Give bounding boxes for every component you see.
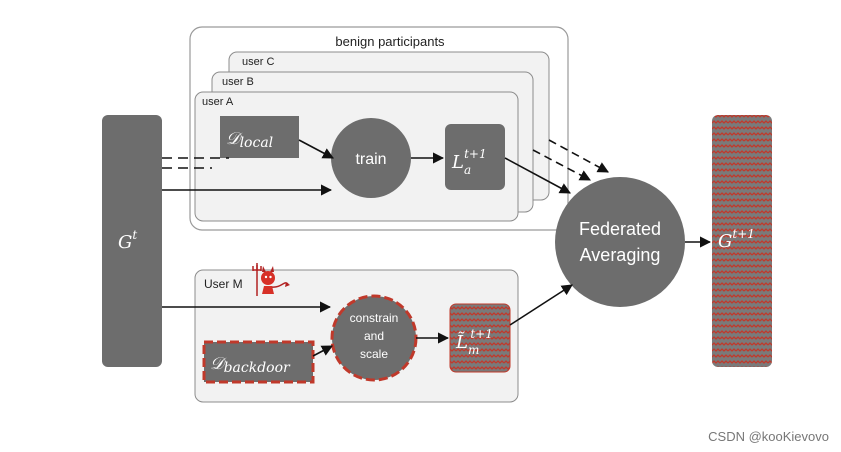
- train-node: [331, 118, 411, 198]
- malicious-update-box: [449, 303, 511, 373]
- arrow-la-to-fedavg: [504, 157, 571, 194]
- constrain-line-3: scale: [360, 347, 388, 361]
- arrows: [162, 139, 712, 357]
- federated-averaging-node: [555, 177, 685, 307]
- train-label: train: [355, 151, 386, 168]
- d-backdoor-box: [202, 340, 315, 384]
- d-backdoor-label: 𝒟backdoor: [210, 354, 291, 376]
- global-model-box: [102, 115, 162, 367]
- user-m-label: User M: [204, 277, 243, 291]
- arrow-c-to-fedavg: [548, 139, 609, 173]
- arrow-dlocal-to-train: [298, 139, 334, 159]
- malicious-update-label: L̃mt+1: [455, 327, 493, 357]
- local-update-a-label: Lat+1: [451, 147, 487, 177]
- d-local-box: [220, 116, 299, 158]
- d-local-label: 𝒟local: [226, 129, 273, 151]
- constrain-line-2: and: [364, 329, 384, 343]
- user-a-label: user A: [202, 96, 234, 108]
- global-model-label: Gt: [118, 228, 137, 253]
- benign-participants-title: benign participants: [335, 34, 445, 49]
- user-b-label: user B: [222, 76, 254, 88]
- local-update-a-box: [445, 124, 505, 190]
- fed-avg-line-2: Averaging: [580, 245, 661, 265]
- arrow-b-to-fedavg: [532, 149, 591, 181]
- new-global-model-label: Gt+1: [718, 227, 755, 252]
- fed-avg-line-1: Federated: [579, 219, 661, 239]
- arrow-lm-to-fedavg: [509, 284, 573, 326]
- user-c-label: user C: [242, 56, 274, 68]
- constrain-line-1: constrain: [350, 311, 399, 325]
- new-global-model-box: [712, 115, 772, 367]
- arrow-dbackdoor-to-constrain: [312, 345, 333, 357]
- watermark: CSDN @kooKievovo: [708, 429, 829, 444]
- devil-icon: [252, 263, 290, 296]
